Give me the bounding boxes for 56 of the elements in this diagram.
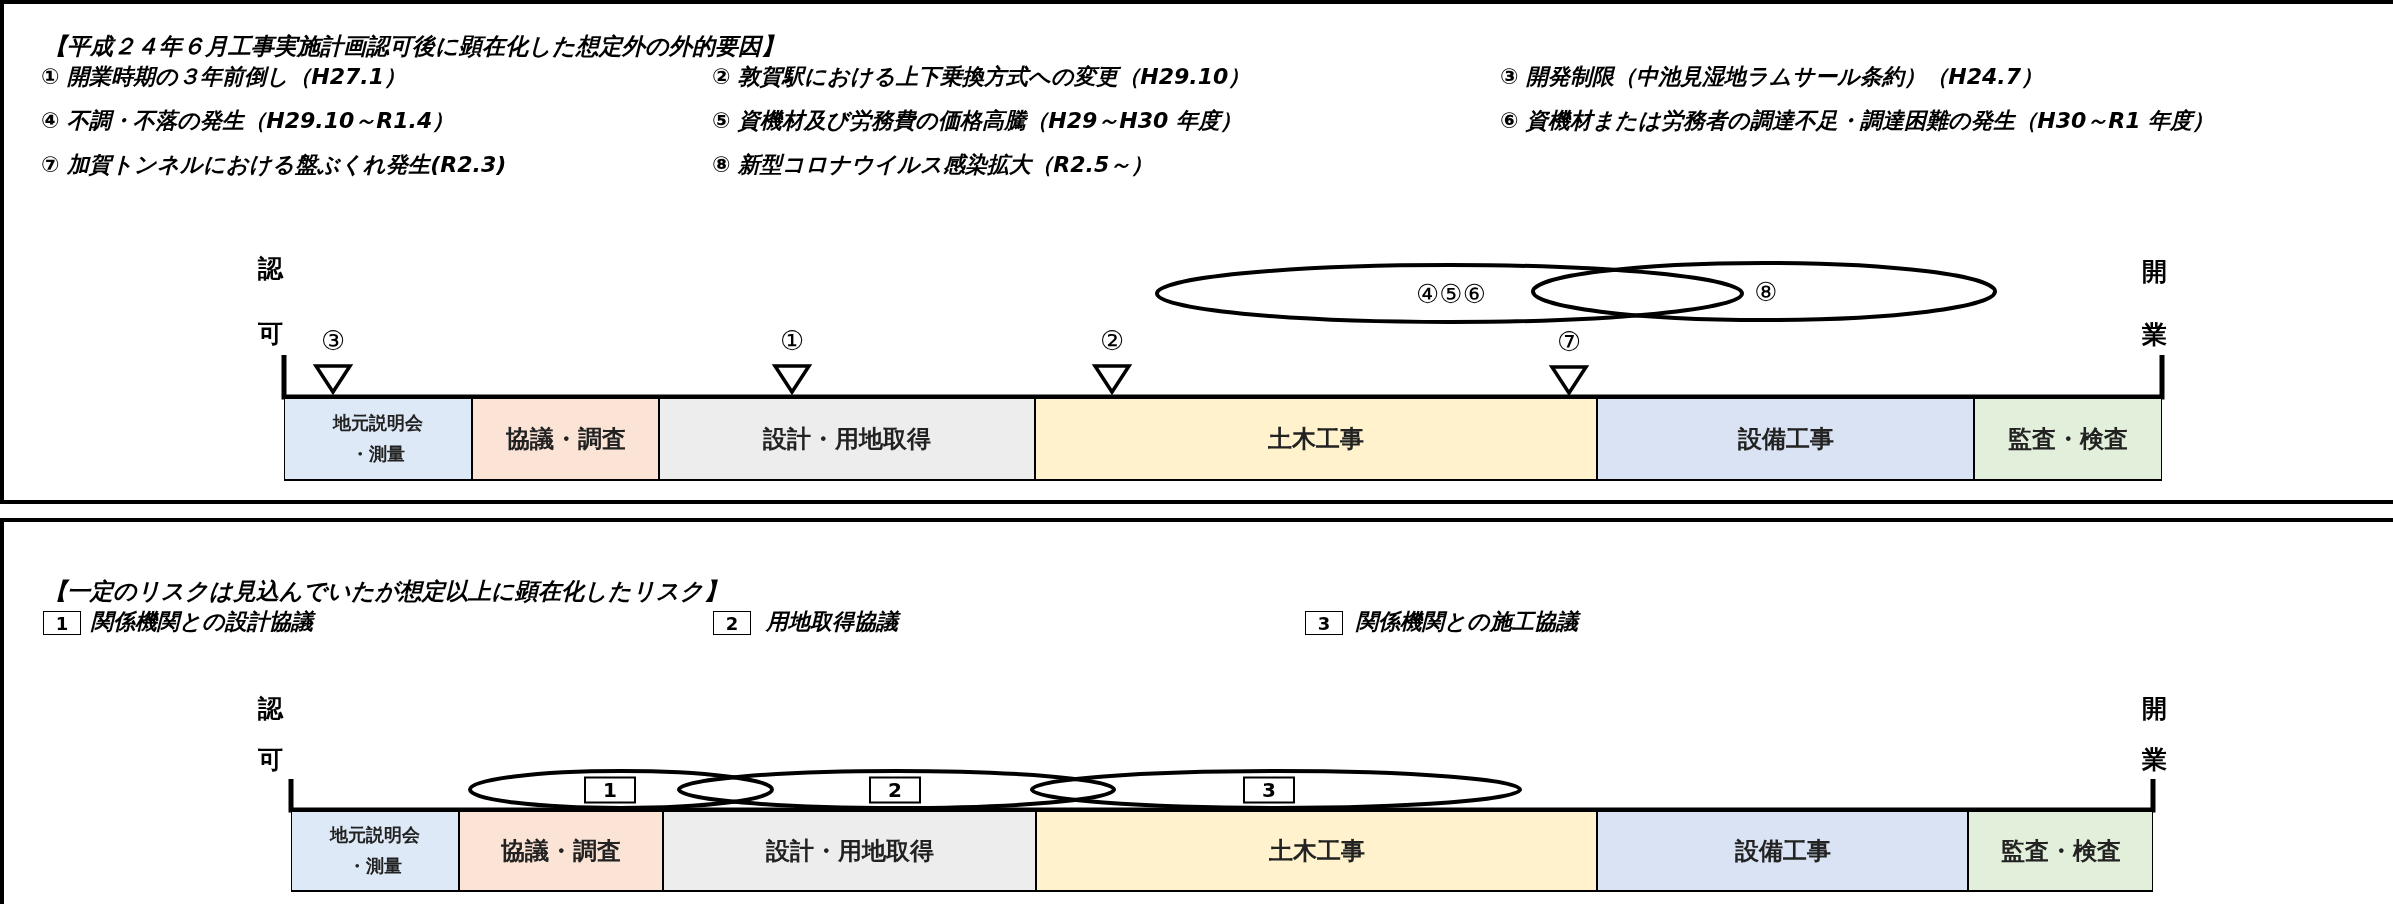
section-panel <box>0 0 2393 504</box>
phase-box <box>1035 397 1597 481</box>
phase-label: 設備工事 <box>1737 424 1834 454</box>
marker-number: ⑦ <box>1556 327 1582 355</box>
factor-text: ⑧ 新型コロナウイルス感染拡大（R2.5～） <box>712 151 1154 179</box>
phase-box <box>1968 810 2153 892</box>
number-tag: 3 <box>1305 611 1343 635</box>
milestone-text: 業 <box>2141 743 2167 776</box>
phase-box <box>284 397 472 481</box>
phase-box <box>1597 810 1968 892</box>
phase-label: 監査・検査 <box>2000 836 2121 866</box>
panel-title: 【平成２４年６月工事実施計画認可後に顕在化した想定外の外的要因】 <box>44 31 784 61</box>
number-tag: 1 <box>43 611 81 635</box>
phase-label: 監査・検査 <box>2008 424 2128 454</box>
factor-text: ④ 不調・不落の発生（H29.10～R1.4） <box>41 107 455 135</box>
phase-box <box>663 810 1036 892</box>
phase-label: 土木工事 <box>1268 836 1365 866</box>
panel-title: 【一定のリスクは見込んでいたが想定以上に顕在化したリスク】 <box>44 576 727 606</box>
phase-box <box>1974 397 2162 481</box>
section-panel <box>0 518 2393 904</box>
milestone-text: 認 <box>257 692 283 725</box>
milestone-text: 認 <box>257 252 283 285</box>
number-tag: 2 <box>869 776 921 803</box>
phase-label: 協議・調査 <box>501 836 621 866</box>
factor-text: ⑦ 加賀トンネルにおける盤ぶくれ発生(R2.3) <box>41 151 507 179</box>
factor-text: ① 開業時期の３年前倒し（H27.1） <box>41 63 406 91</box>
milestone-text: 業 <box>2141 318 2167 351</box>
factor-text: ③ 開発制限（中池見湿地ラムサール条約）（H24.7） <box>1500 63 2043 91</box>
phase-label: 土木工事 <box>1268 424 1364 454</box>
phase-label: 協議・調査 <box>505 424 626 454</box>
number-tag: 1 <box>584 776 636 803</box>
marker-number: ① <box>779 326 805 354</box>
milestone-text: 可 <box>257 743 283 776</box>
phase-label: 設計・用地取得 <box>763 424 931 454</box>
phase-label: 地元説明会・測量 <box>331 411 424 466</box>
number-tag: 3 <box>1243 776 1295 803</box>
phase-label: 地元説明会・測量 <box>328 823 421 878</box>
factor-numbers: ⑧ <box>1754 276 1778 307</box>
phase-box <box>291 810 459 892</box>
factor-text: ② 敦賀駅における上下乗換方式への変更（H29.10） <box>712 63 1251 91</box>
milestone-text: 開 <box>2141 692 2167 725</box>
milestone-text: 開 <box>2141 255 2167 288</box>
phase-box <box>459 810 663 892</box>
marker-number: ② <box>1099 326 1125 354</box>
factor-text: ⑥ 資機材または労務者の調達不足・調達困難の発生（H30～R1 年度） <box>1500 107 2215 135</box>
number-tag: 2 <box>713 611 751 635</box>
phase-box <box>659 397 1035 481</box>
factor-numbers: ④⑤⑥ <box>1416 278 1486 309</box>
phase-label: 設備工事 <box>1734 836 1831 866</box>
phase-label: 設計・用地取得 <box>765 836 934 866</box>
marker-number: ③ <box>320 326 346 354</box>
phase-box <box>472 397 659 481</box>
milestone-text: 可 <box>257 317 283 350</box>
factor-text: ⑤ 資機材及び労務費の価格高騰（H29～H30 年度） <box>712 107 1242 135</box>
phase-box <box>1036 810 1597 892</box>
phase-box <box>1597 397 1974 481</box>
